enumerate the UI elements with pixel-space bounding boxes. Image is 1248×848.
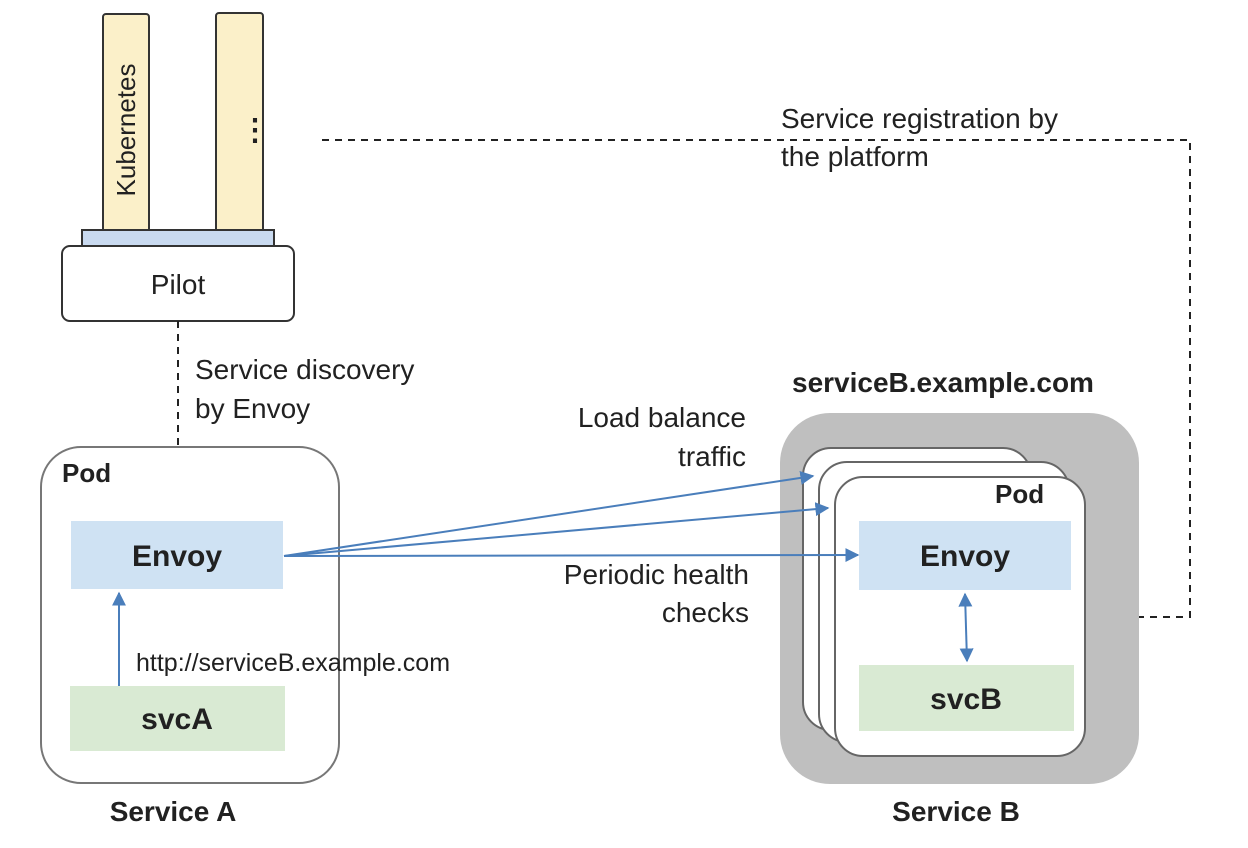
service-b-caption: Service B	[892, 796, 1020, 827]
request-url-label: http://serviceB.example.com	[136, 649, 450, 677]
service-a-envoy	[71, 521, 283, 589]
service-a-svc	[70, 686, 285, 751]
pillar-base	[81, 229, 275, 247]
envoy-svcb-arrow	[958, 592, 974, 663]
pilot-label: Pilot	[151, 269, 206, 300]
health-checks-label-line1: Periodic health	[564, 559, 749, 590]
service-b-envoy-label: Envoy	[920, 540, 1010, 573]
load-balance-label-line1: Load balance	[578, 402, 746, 433]
service-a-pod-label: Pod	[62, 458, 111, 488]
service-b-svc-label: svcB	[930, 683, 1002, 716]
service-b-envoy	[859, 521, 1071, 590]
more-platforms-ellipsis: ⋮	[240, 114, 270, 147]
load-balance-arrow-1	[283, 470, 815, 557]
service-a-caption: Service A	[110, 796, 237, 827]
load-balance-label-line2: traffic	[678, 441, 746, 472]
service-registration-label-line2: the platform	[781, 141, 929, 172]
service-a-svc-label: svcA	[141, 703, 213, 736]
load-balance-arrow-3	[283, 548, 860, 563]
service-discovery-label-line1: Service discovery	[195, 354, 414, 385]
service-discovery-label-line2: by Envoy	[195, 393, 310, 424]
health-checks-label-line2: checks	[662, 597, 749, 628]
service-registration-label-line1: Service registration by	[781, 103, 1058, 134]
service-b-pod-label: Pod	[995, 479, 1044, 509]
kubernetes-label: Kubernetes	[111, 64, 141, 197]
service-b-svc	[859, 665, 1074, 731]
load-balance-arrow-2	[283, 502, 830, 557]
service-b-hostname: serviceB.example.com	[792, 367, 1094, 398]
service-a-envoy-label: Envoy	[132, 540, 222, 573]
